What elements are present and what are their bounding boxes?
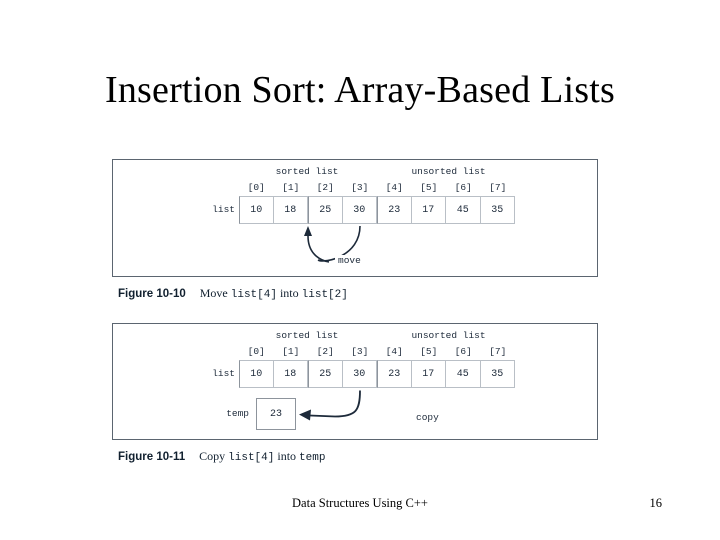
figure-frame: sorted list unsorted list [0] [1] [2] [3… [112,159,598,277]
index-label-1: [1] [282,346,300,357]
array-cell-7: 35 [480,360,515,388]
caption-text-mid: into [276,286,302,300]
temp-variable-box: 23 [256,398,296,430]
figure-frame: sorted list unsorted list [0] [1] [2] [3… [112,323,598,440]
unsorted-list-label: unsorted list [378,327,519,345]
span-row: sorted list unsorted list [113,327,599,346]
array-cell-6: 45 [446,196,481,224]
array-cell-2: 25 [308,360,343,388]
index-label-2: [2] [316,346,334,357]
array-name-label: list [212,368,235,379]
figure-10-11-caption: Figure 10-11 Copy list[4] into temp [118,449,325,464]
index-label-0: [0] [247,182,265,193]
caption-mono-source: list[4] [228,452,275,464]
array-cell-0: 10 [239,360,274,388]
index-label-5: [5] [420,182,438,193]
caption-text-pre: Move [199,286,231,300]
sorted-list-label: sorted list [237,163,377,181]
array-cell-0: 10 [239,196,274,224]
figure-number: Figure 10-11 [118,451,186,463]
figure-10-10-caption: Figure 10-10 Move list[4] into list[2] [118,286,348,301]
array-name-label: list [212,204,235,215]
footer-title: Data Structures Using C++ [292,496,428,510]
page-number: 16 [649,496,663,510]
array-cell-3: 30 [342,360,377,388]
array-cell-3: 30 [342,196,377,224]
array-row: 10 18 25 30 23 17 45 35 [239,196,515,224]
array-cell-2: 25 [308,196,343,224]
index-label-5: [5] [420,346,438,357]
caption-text-pre: Copy [199,449,229,463]
caption-mono-source: list[4] [230,289,277,301]
figure-number: Figure 10-10 [118,288,186,300]
index-label-6: [6] [454,182,472,193]
index-row: [0] [1] [2] [3] [4] [5] [6] [7] [239,346,515,357]
unsorted-list-span: unsorted list [378,163,519,182]
sorted-list-span: sorted list [237,327,377,346]
sorted-list-text: sorted list [270,330,344,341]
copy-arrow-label: copy [413,412,442,423]
index-label-1: [1] [282,182,300,193]
sorted-list-span: sorted list [237,163,377,182]
copy-arrow-icon [299,390,361,421]
caption-mono-target: list[2] [301,289,348,301]
temp-variable-label: temp [226,408,249,419]
index-label-6: [6] [454,346,472,357]
caption-text-mid: into [274,449,300,463]
index-row: [0] [1] [2] [3] [4] [5] [6] [7] [239,182,515,193]
array-cell-7: 35 [480,196,515,224]
move-arrow-label: move [335,255,364,266]
index-label-2: [2] [316,182,334,193]
index-label-3: [3] [351,346,369,357]
index-label-0: [0] [247,346,265,357]
array-cell-6: 45 [446,360,481,388]
array-row: 10 18 25 30 23 17 45 35 [239,360,515,388]
figure-10-11: sorted list unsorted list [0] [1] [2] [3… [112,323,598,440]
array-cell-4: 23 [377,196,412,224]
array-cell-1: 18 [273,360,308,388]
index-label-7: [7] [489,346,507,357]
index-label-3: [3] [351,182,369,193]
unsorted-list-text: unsorted list [406,166,491,177]
array-cell-5: 17 [411,196,446,224]
index-label-4: [4] [385,182,403,193]
unsorted-list-span: unsorted list [378,327,519,346]
page-title: Insertion Sort: Array-Based Lists [104,69,616,111]
sorted-list-text: sorted list [270,166,344,177]
array-cell-4: 23 [377,360,412,388]
array-cell-5: 17 [411,360,446,388]
caption-mono-target: temp [299,452,326,464]
sorted-list-label: sorted list [237,327,377,345]
unsorted-list-text: unsorted list [406,330,491,341]
index-label-7: [7] [489,182,507,193]
index-label-4: [4] [385,346,403,357]
span-row: sorted list unsorted list [113,163,599,182]
array-cell-1: 18 [273,196,308,224]
unsorted-list-label: unsorted list [378,163,519,181]
figure-10-10: sorted list unsorted list [0] [1] [2] [3… [112,159,598,277]
